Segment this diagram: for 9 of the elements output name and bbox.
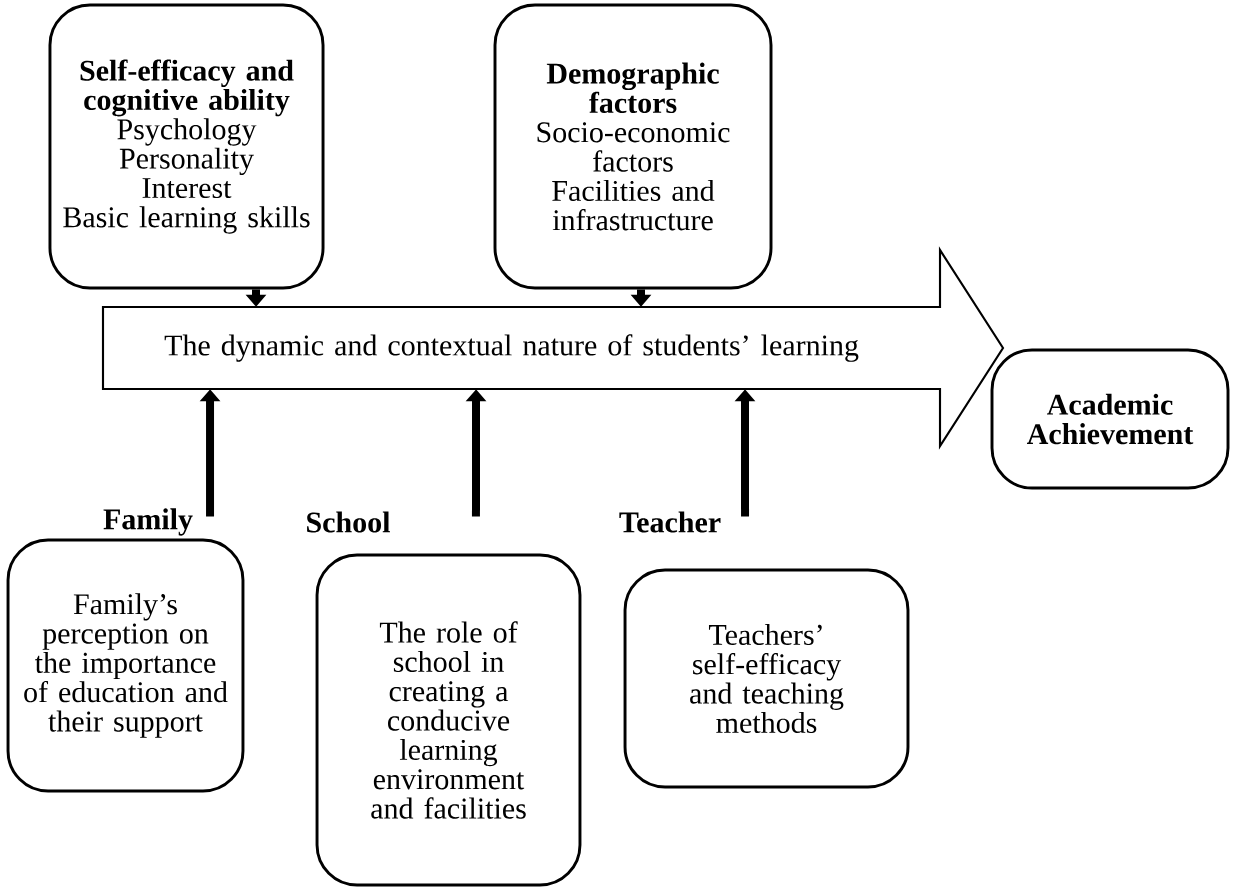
rounded-box: The role of school in creating a conducive learning environment and facilities [315,553,582,887]
rounded-box: Family’s perception on the importance of education and their support [6,538,245,793]
rounded-box: Academic Achievement [990,348,1230,490]
rounded-box: Teachers’ self-efficacy and teaching methods [623,568,910,789]
rounded-box: Self-efficacy and cognitive ability Psychology Personality Interest Basic learning skills [48,3,325,290]
heading-label: Family [103,508,193,536]
heading-label: School [307,511,390,533]
heading-label: Teacher [619,511,721,533]
rounded-box: Demographic factors Socio-economic factors Facilities and infrastructure [493,3,773,290]
